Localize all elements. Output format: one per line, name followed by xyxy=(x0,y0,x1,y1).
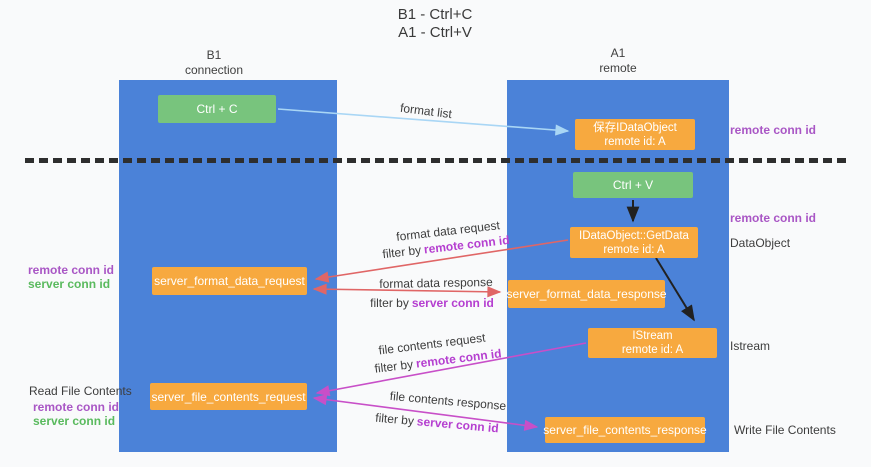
format-list-arrow-label: format list xyxy=(399,100,453,122)
filter-by-prefix: filter by xyxy=(373,357,414,376)
filter-by-value: server conn id xyxy=(411,296,494,310)
write-file-contents-label: Write File Contents xyxy=(734,423,836,437)
save-idataobject-box: 保存IDataObject remote id: A xyxy=(575,119,695,150)
save-idataobject-line1: 保存IDataObject xyxy=(593,121,677,134)
phase-divider-dashed-line xyxy=(25,158,847,163)
istream-box: IStream remote id: A xyxy=(588,328,717,358)
ctrl-c-label: Ctrl + C xyxy=(196,102,238,116)
read-file-contents-label: Read File Contents xyxy=(29,384,132,398)
server-file-contents-request-label: server_file_contents_request xyxy=(151,389,306,404)
getdata-line1: IDataObject::GetData xyxy=(579,229,689,242)
remote-conn-id-label-top: remote conn id xyxy=(730,123,817,137)
left-server-conn-id-2: server conn id xyxy=(33,414,116,428)
diagram-title-line1: B1 - Ctrl+C xyxy=(397,6,473,23)
lane-b1-sub: connection xyxy=(184,63,244,77)
save-idataobject-line2: remote id: A xyxy=(604,135,666,148)
remote-conn-id-label-mid: remote conn id xyxy=(730,211,817,225)
filter-by-prefix: filter by xyxy=(381,242,422,262)
istream-line2: remote id: A xyxy=(621,344,684,356)
idataobject-getdata-box: IDataObject::GetData remote id: A xyxy=(570,227,698,258)
ctrl-v-box: Ctrl + V xyxy=(573,172,693,198)
format-data-response-arrow-label: format data response xyxy=(379,275,493,291)
left-conn-ids-format: remote conn id server conn id xyxy=(28,263,114,291)
dataobject-label: DataObject xyxy=(730,236,791,250)
getdata-line2: remote id: A xyxy=(603,243,665,256)
lane-a1-name: A1 xyxy=(610,46,626,60)
diagram-title-line2: A1 - Ctrl+V xyxy=(398,24,472,41)
server-file-contents-response-box: server_file_contents_response xyxy=(543,417,707,443)
server-file-contents-request-box: server_file_contents_request xyxy=(150,383,307,410)
left-remote-conn-id-2: remote conn id xyxy=(33,400,120,414)
server-file-contents-response-label: server_file_contents_response xyxy=(543,423,707,437)
file-contents-response-arrow-label: file contents response xyxy=(389,388,507,414)
left-remote-conn-id-1: remote conn id xyxy=(28,263,115,277)
lane-header-b1: B1 connection xyxy=(144,48,284,78)
filter-by-prefix: filter by xyxy=(370,296,409,310)
server-format-data-response-box: server_format_data_response xyxy=(506,280,667,308)
filter-by-prefix: filter by xyxy=(374,410,415,428)
istream-side-label: Istream xyxy=(730,339,771,353)
ctrl-v-label: Ctrl + V xyxy=(612,178,654,192)
server-format-data-response-label: server_format_data_response xyxy=(506,287,667,301)
lane-b1-name: B1 xyxy=(206,48,222,62)
left-server-conn-id-1: server conn id xyxy=(28,277,111,291)
ctrl-c-box: Ctrl + C xyxy=(158,95,276,123)
left-conn-ids-file: remote conn id server conn id xyxy=(33,400,119,428)
server-format-data-request-box: server_format_data_request xyxy=(152,267,307,295)
istream-line1: IStream xyxy=(632,330,673,342)
server-format-data-request-label: server_format_data_request xyxy=(154,274,305,288)
lane-header-a1: A1 remote xyxy=(548,46,688,76)
filter-by-value: server conn id xyxy=(416,414,500,436)
lane-a1-sub: remote xyxy=(599,61,637,75)
